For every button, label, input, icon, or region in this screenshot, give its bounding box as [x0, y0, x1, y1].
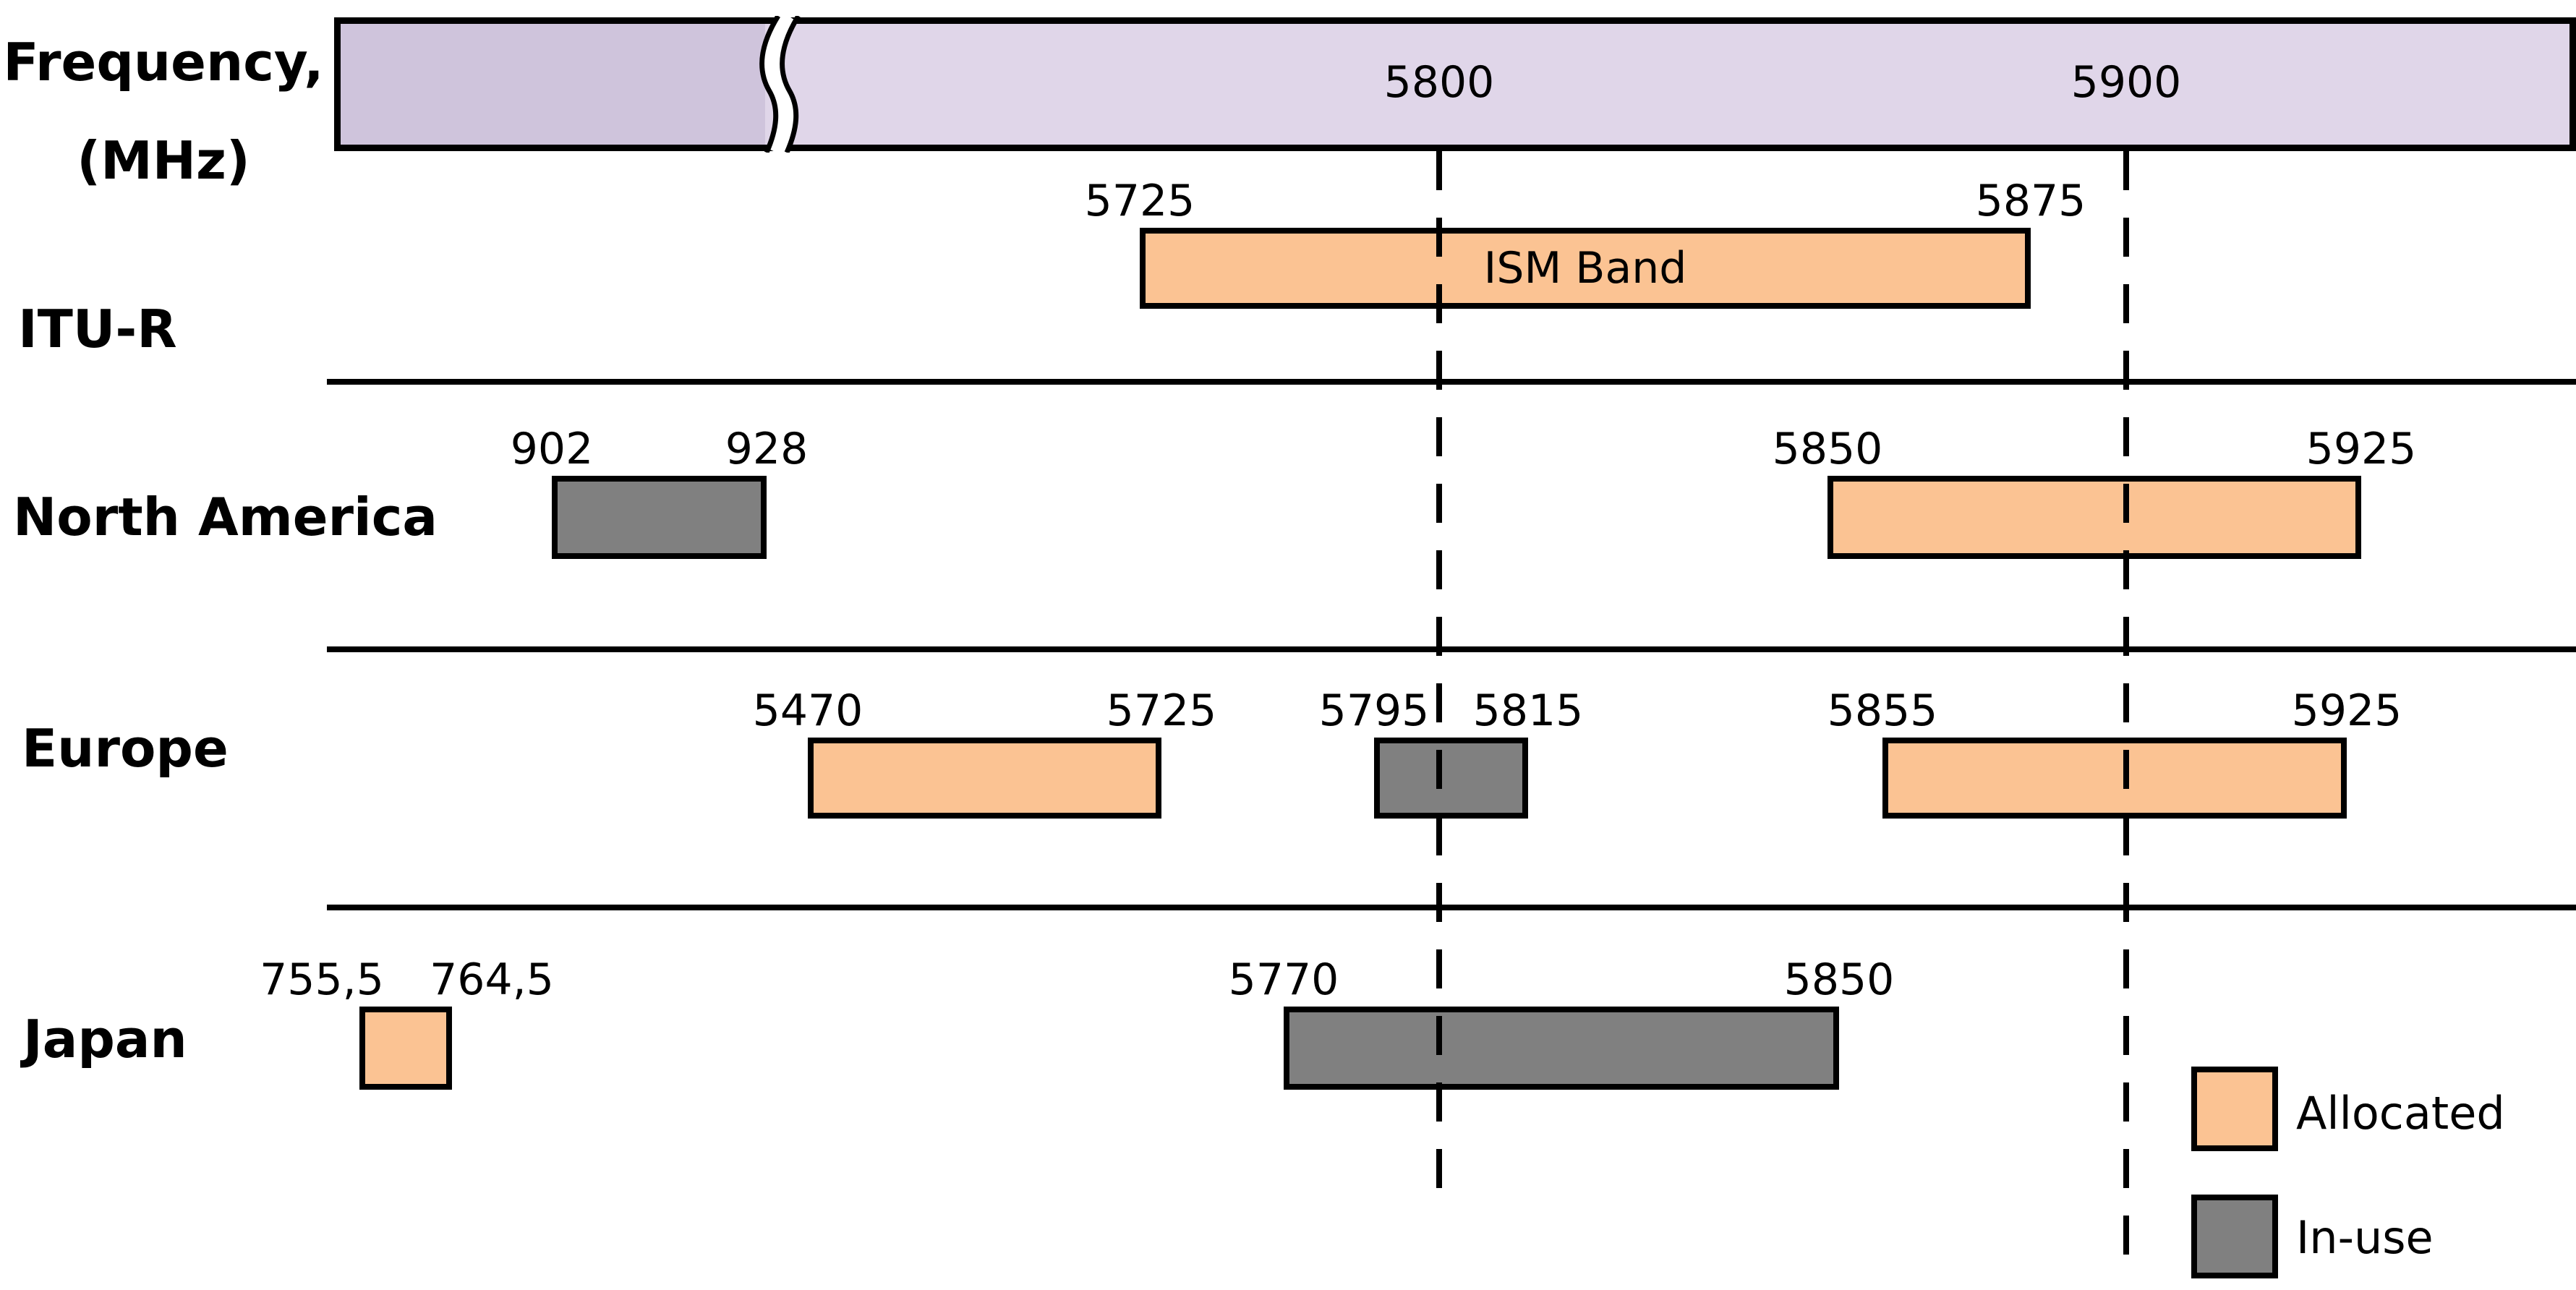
- row-divider-2: [327, 646, 2576, 652]
- band-japan-755-5-764-5: [359, 1007, 452, 1090]
- band-europe-5470-5725: [808, 738, 1161, 819]
- band-end-label: 5875: [1975, 176, 2086, 226]
- row-label-japan: Japan: [23, 1009, 187, 1069]
- axis-title: Frequency, (MHz): [0, 13, 327, 210]
- axis-tick-5900: 5900: [2070, 57, 2182, 108]
- row-divider-1: [327, 379, 2576, 385]
- band-start-label: 5855: [1827, 685, 1938, 736]
- row-divider-3: [327, 905, 2576, 910]
- band-end-label: 928: [725, 424, 809, 474]
- band-end-label: 5925: [2306, 424, 2417, 474]
- band-north-america-902-928: [552, 476, 767, 559]
- band-europe-5855-5925: [1882, 738, 2347, 819]
- band-end-label: 5725: [1106, 685, 1217, 736]
- band-start-label: 5850: [1772, 424, 1883, 474]
- band-start-label: 902: [510, 424, 594, 474]
- legend-inuse-swatch: [2191, 1195, 2278, 1278]
- row-label-itu-r: ITU-R: [18, 299, 177, 359]
- row-label-north-america: North America: [13, 487, 438, 547]
- band-start-label: 5470: [752, 685, 863, 736]
- row-label-europe: Europe: [22, 718, 229, 779]
- axis-title-line1: Frequency,: [3, 32, 324, 93]
- axis-tick-5800: 5800: [1383, 57, 1495, 108]
- band-japan-5770-5850: [1284, 1007, 1839, 1090]
- legend-allocated-label: Allocated: [2296, 1087, 2505, 1140]
- band-itu-r-5725-5875: ISM Band: [1140, 228, 2031, 309]
- frequency-axis-low-segment: [341, 24, 765, 145]
- axis-title-line2: (MHz): [77, 130, 250, 191]
- band-end-label: 5925: [2291, 685, 2402, 736]
- band-start-label: 755,5: [260, 954, 384, 1005]
- legend-inuse-label: In-use: [2296, 1211, 2434, 1264]
- band-europe-5795-5815: [1374, 738, 1528, 819]
- legend-allocated-swatch: [2191, 1067, 2278, 1151]
- band-start-label: 5770: [1228, 954, 1339, 1005]
- band-start-label: 5725: [1084, 176, 1195, 226]
- band-end-label: 764,5: [430, 954, 554, 1005]
- band-north-america-5850-5925: [1827, 476, 2361, 559]
- band-end-label: 5850: [1783, 954, 1895, 1005]
- band-end-label: 5815: [1472, 685, 1584, 736]
- band-inner-label-ism-band: ISM Band: [1483, 243, 1687, 294]
- axis-break-squiggle-icon: [759, 16, 801, 153]
- band-start-label: 5795: [1318, 685, 1430, 736]
- frequency-axis-bar: [334, 17, 2576, 151]
